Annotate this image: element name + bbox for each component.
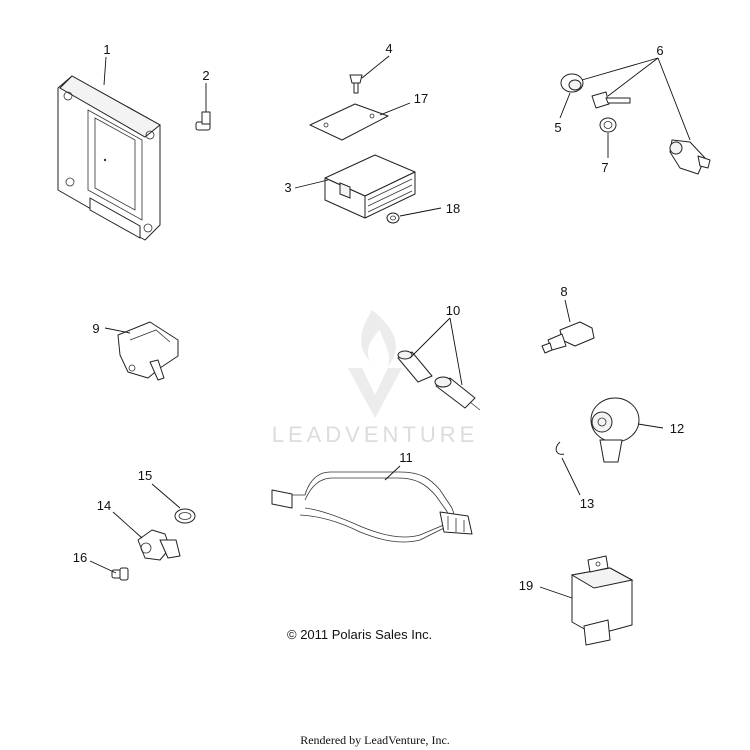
flame-logo-icon <box>361 310 396 366</box>
leader-lines <box>89 55 691 599</box>
part-16-bolt <box>111 567 129 581</box>
part-10-fuse-small <box>397 350 433 383</box>
part-3-relay-box <box>324 154 416 219</box>
callout-11: 11 <box>399 450 413 465</box>
leadventure-watermark: LEADVENTURE <box>272 310 479 447</box>
callout-13: 13 <box>580 496 594 511</box>
callout-9: 9 <box>92 321 99 336</box>
part-17-plate <box>309 103 389 141</box>
callout-6: 6 <box>656 43 663 58</box>
callout-2: 2 <box>202 68 209 83</box>
part-2-bolt <box>195 111 211 131</box>
callout-5: 5 <box>554 120 561 135</box>
part-10-fuse-large <box>434 376 481 411</box>
callout-7: 7 <box>601 160 608 175</box>
part-12-knock-sensor <box>590 397 640 463</box>
callout-15: 15 <box>138 468 152 483</box>
part-18-nut <box>386 212 400 224</box>
callout-3: 3 <box>284 180 291 195</box>
callout-1: 1 <box>103 42 110 57</box>
part-4-screw <box>349 74 363 94</box>
callout-19: 19 <box>519 578 533 593</box>
part-19-module <box>570 555 634 646</box>
callout-14: 14 <box>97 498 111 513</box>
v-logo-icon <box>348 368 402 418</box>
watermark-text: LEADVENTURE <box>272 422 479 447</box>
part-15-o-ring <box>174 508 196 524</box>
callout-10: 10 <box>446 303 460 318</box>
part-6-key <box>591 91 631 109</box>
part-8-temp-sensor <box>541 321 595 354</box>
callout-numbers: 1 2 4 17 3 18 6 5 7 8 9 10 11 12 13 15 1… <box>73 41 684 593</box>
callout-12: 12 <box>670 421 684 436</box>
callout-4: 4 <box>385 41 392 56</box>
part-13-clip <box>555 441 565 455</box>
part-11-harness <box>271 471 473 543</box>
callout-17: 17 <box>414 91 428 106</box>
part-7-ring <box>599 117 617 133</box>
callout-8: 8 <box>560 284 567 299</box>
part-5-grommet <box>560 73 584 93</box>
part-14-cam-sensor <box>137 529 181 561</box>
copyright-notice: © 2011 Polaris Sales Inc. <box>287 627 433 642</box>
part-6-ignition-switch <box>669 139 711 175</box>
part-1-ecu <box>57 75 161 241</box>
rendered-by-footer: Rendered by LeadVenture, Inc. <box>300 733 450 747</box>
part-9-sensor <box>117 321 179 381</box>
callout-18: 18 <box>446 201 460 216</box>
callout-16: 16 <box>73 550 87 565</box>
